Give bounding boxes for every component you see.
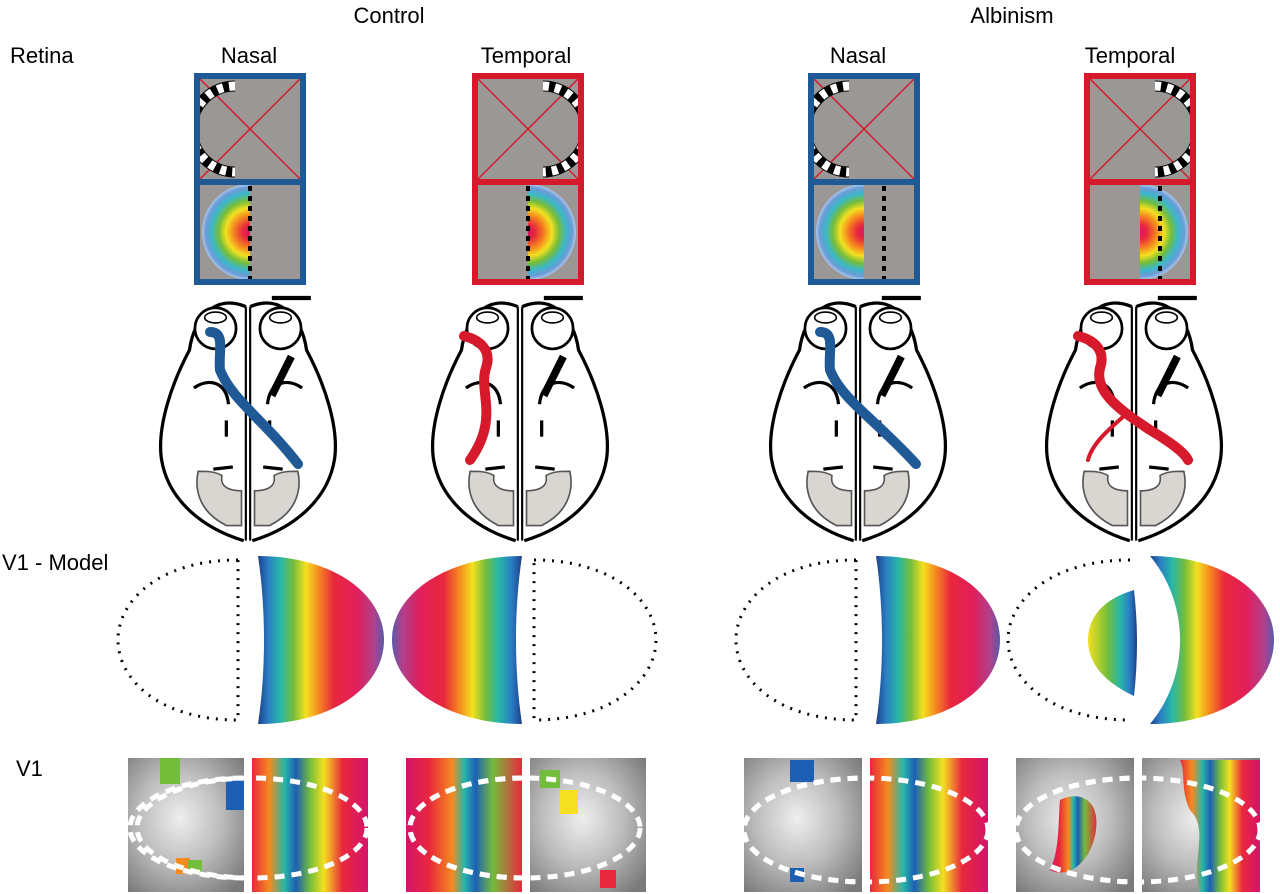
v1-map-albinism-temporal-right xyxy=(1013,758,1263,892)
v1-model-control-temporal xyxy=(392,556,658,724)
column-label-albinism-nasal: Nasal xyxy=(829,43,887,68)
retina-panel-albinism-temporal xyxy=(1084,73,1196,285)
v1-map-control-temporal-right xyxy=(407,758,646,892)
column-label-albinism-temporal: Temporal xyxy=(1084,43,1176,68)
retina-panel-albinism-nasal xyxy=(808,73,920,285)
group-label-control: Control xyxy=(353,3,425,28)
brain-schematic-albinism-temporal xyxy=(1047,298,1222,541)
column-label-control-temporal: Temporal xyxy=(480,43,572,68)
retina-panel-control-temporal xyxy=(472,73,584,285)
v1-map-control-nasal-right xyxy=(134,758,370,892)
v1-model-control-nasal xyxy=(116,556,384,724)
brain-schematic-control-nasal xyxy=(161,298,336,541)
column-label-control-nasal: Nasal xyxy=(220,43,278,68)
row-label-v1: V1 xyxy=(16,756,43,781)
retina-panel-control-nasal xyxy=(194,73,306,285)
row-label-retina: Retina xyxy=(10,43,74,68)
v1-model-albinism-nasal xyxy=(734,556,1000,724)
row-label-v1-model: V1 - Model xyxy=(2,550,109,575)
v1-model-albinism-temporal xyxy=(1006,556,1274,724)
v1-map-albinism-nasal-left xyxy=(741,758,991,892)
brain-schematic-control-temporal xyxy=(433,298,608,541)
group-label-albinism: Albinism xyxy=(970,3,1054,28)
brain-schematic-albinism-nasal xyxy=(771,298,946,541)
v1-map-albinism-nasal-right xyxy=(741,758,991,892)
v1-map-albinism-temporal-left xyxy=(1013,758,1263,892)
